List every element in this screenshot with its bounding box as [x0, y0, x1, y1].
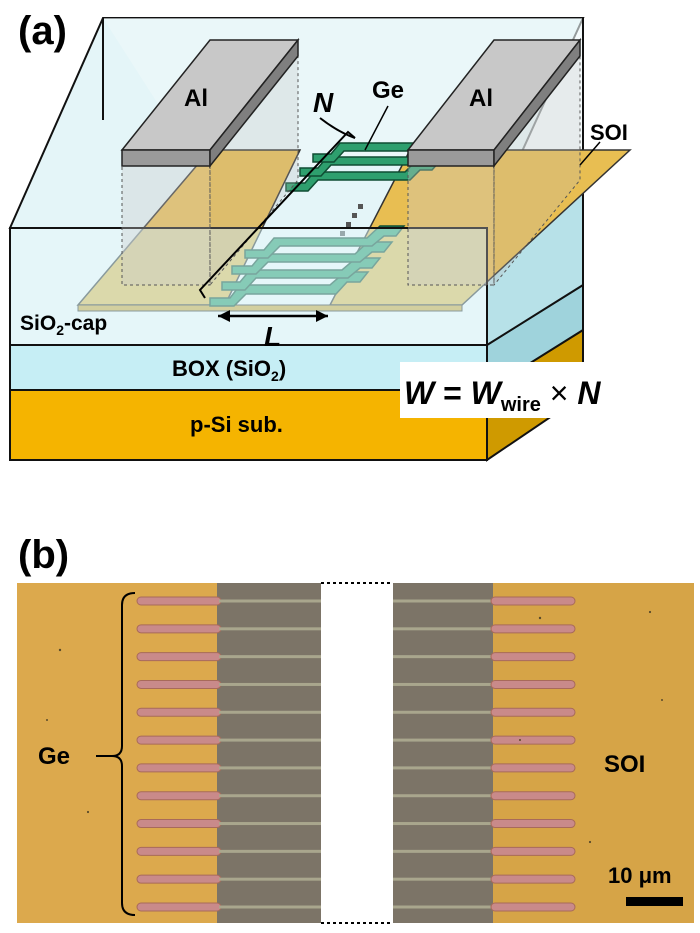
n-label: N: [313, 87, 334, 118]
box-label-rest: ): [279, 356, 286, 381]
formula-eq: =: [434, 375, 470, 411]
micrograph-right-pad: [493, 583, 694, 923]
ge-wire-pad-left: [136, 791, 222, 801]
ge-wire-line-left: [219, 738, 321, 742]
panel-a-label: (a): [18, 9, 67, 53]
ge-wire-pad-right: [490, 652, 576, 662]
soi-leader: [579, 141, 601, 166]
box-label-sub: 2: [271, 368, 279, 384]
ge-label-b: Ge: [38, 743, 70, 770]
ge-wire-pad-left: [136, 679, 222, 689]
ge-wire-pad-right: [490, 846, 576, 856]
ge-wire-line-right: [393, 655, 495, 659]
substrate-label: p-Si sub.: [190, 412, 283, 437]
panel-a: (a): [8, 9, 695, 462]
formula-n: N: [577, 375, 601, 411]
al-electrode-left: [120, 37, 300, 287]
width-formula: W = Wwire × N: [404, 375, 601, 416]
ge-wire-line-left: [219, 627, 321, 631]
cap-label-rest: -cap: [64, 312, 107, 335]
ge-wire-pad-right: [490, 874, 576, 884]
gray-region-right: [393, 583, 493, 923]
ge-wire-pad-left: [136, 874, 222, 884]
ge-wire-line-right: [393, 599, 495, 603]
l-label: L: [264, 321, 281, 352]
al-electrode-right: [406, 37, 582, 287]
ge-wire-pad-left: [136, 902, 222, 912]
panel-b: (b) Ge SOI 10 μm: [17, 533, 694, 924]
ge-wire-line-right: [393, 766, 495, 770]
ge-wire-line-right: [393, 905, 495, 909]
ge-wire-line-right: [393, 877, 495, 881]
scale-bar: [626, 897, 683, 906]
cap-label-sub: 2: [56, 322, 64, 338]
ge-wire-pad-left: [136, 846, 222, 856]
wire-rows: [136, 596, 576, 912]
omitted-gap: [321, 583, 393, 923]
ge-wire-line-left: [219, 849, 321, 853]
formula-background: [400, 362, 695, 418]
formula-sub: wire: [500, 394, 541, 416]
ge-wire-line-left: [219, 877, 321, 881]
micrograph-left-pad: [17, 583, 217, 923]
n-bracket: [198, 130, 356, 299]
box-label: BOX (SiO2): [172, 356, 286, 384]
ge-wire-line-right: [393, 627, 495, 631]
ge-wire-line-left: [219, 905, 321, 909]
ge-wire-pad-left: [136, 624, 222, 634]
ge-wire-pad-left: [136, 819, 222, 829]
formula-lhs: W: [404, 375, 437, 411]
ge-wire-pad-left: [136, 652, 222, 662]
panel-b-label: (b): [18, 533, 69, 577]
soi-label-b: SOI: [604, 751, 645, 778]
ge-wire-pad-right: [490, 707, 576, 717]
ge-wire-line-left: [219, 822, 321, 826]
formula-w: W: [471, 375, 504, 411]
ge-wire-line-right: [393, 710, 495, 714]
ge-wire-pad-left: [136, 735, 222, 745]
ge-wire-pad-right: [490, 902, 576, 912]
ge-wire-pad-right: [490, 791, 576, 801]
micrograph-specks: [46, 610, 663, 844]
box-label-base: BOX (SiO: [172, 356, 271, 381]
scale-bar-label: 10 μm: [608, 863, 672, 888]
cap-label: SiO2-cap: [20, 312, 107, 338]
n-bracket-top: [319, 117, 356, 139]
ge-label-a: Ge: [372, 77, 404, 104]
ge-wire-pad-left: [136, 596, 222, 606]
ge-wire-line-right: [393, 849, 495, 853]
ge-wire-line-left: [219, 599, 321, 603]
length-arrow: [218, 310, 328, 322]
al-label-right: Al: [469, 85, 493, 112]
ge-wire-pad-right: [490, 596, 576, 606]
al-label-left: Al: [184, 85, 208, 112]
ge-wire-line-left: [219, 682, 321, 686]
ge-wire-line-right: [393, 738, 495, 742]
ge-wire-line-right: [393, 682, 495, 686]
ge-wire-line-left: [219, 794, 321, 798]
ge-wire-pad-right: [490, 819, 576, 829]
ge-wire-pad-right: [490, 679, 576, 689]
ge-wire-line-right: [393, 794, 495, 798]
ge-wire-pad-right: [490, 624, 576, 634]
ge-wire-pad-left: [136, 707, 222, 717]
cap-label-base: SiO: [20, 312, 56, 335]
ge-wire-pad-right: [490, 763, 576, 773]
gray-region-left: [217, 583, 321, 923]
ge-wire-line-left: [219, 766, 321, 770]
formula-times: ×: [541, 375, 577, 411]
ge-wire-line-left: [219, 710, 321, 714]
ge-wire-pad-left: [136, 763, 222, 773]
ge-leader: [364, 105, 389, 151]
ge-wire-pad-right: [490, 735, 576, 745]
soi-label-a: SOI: [590, 120, 628, 145]
ge-wire-line-left: [219, 655, 321, 659]
ge-wire-line-right: [393, 822, 495, 826]
